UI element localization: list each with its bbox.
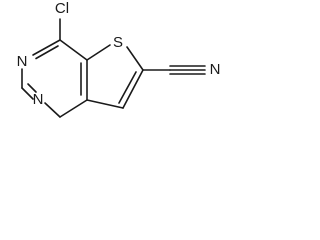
bond-n1-c7a — [44, 102, 61, 118]
bond-c6-c7 — [122, 69, 144, 109]
atom-label-cl: Cl — [55, 0, 69, 17]
bond-c4-c4-link — [59, 39, 88, 61]
bond-c4-n3 — [32, 39, 61, 56]
atom-label-n-nitrile: N — [210, 61, 221, 78]
bonds — [21, 18, 206, 118]
bond-c2-n1-double — [27, 83, 37, 93]
molecule-structure: Cl S N N N — [17, 0, 221, 118]
bond-s-c6 — [126, 46, 144, 71]
atom-label-s: S — [113, 34, 123, 51]
bond-c4-s — [86, 44, 111, 61]
bond-c7a-c4a — [59, 99, 88, 118]
bond-c6-c7-double — [118, 71, 137, 104]
atom-labels: Cl S N N N — [17, 0, 221, 108]
bond-c2-n1 — [21, 87, 34, 100]
bond-c4-n3-double — [35, 45, 59, 60]
bond-c7-c7a — [86, 99, 124, 109]
atom-label-n-top: N — [17, 53, 28, 70]
atom-label-n-bottom: N — [33, 91, 44, 108]
